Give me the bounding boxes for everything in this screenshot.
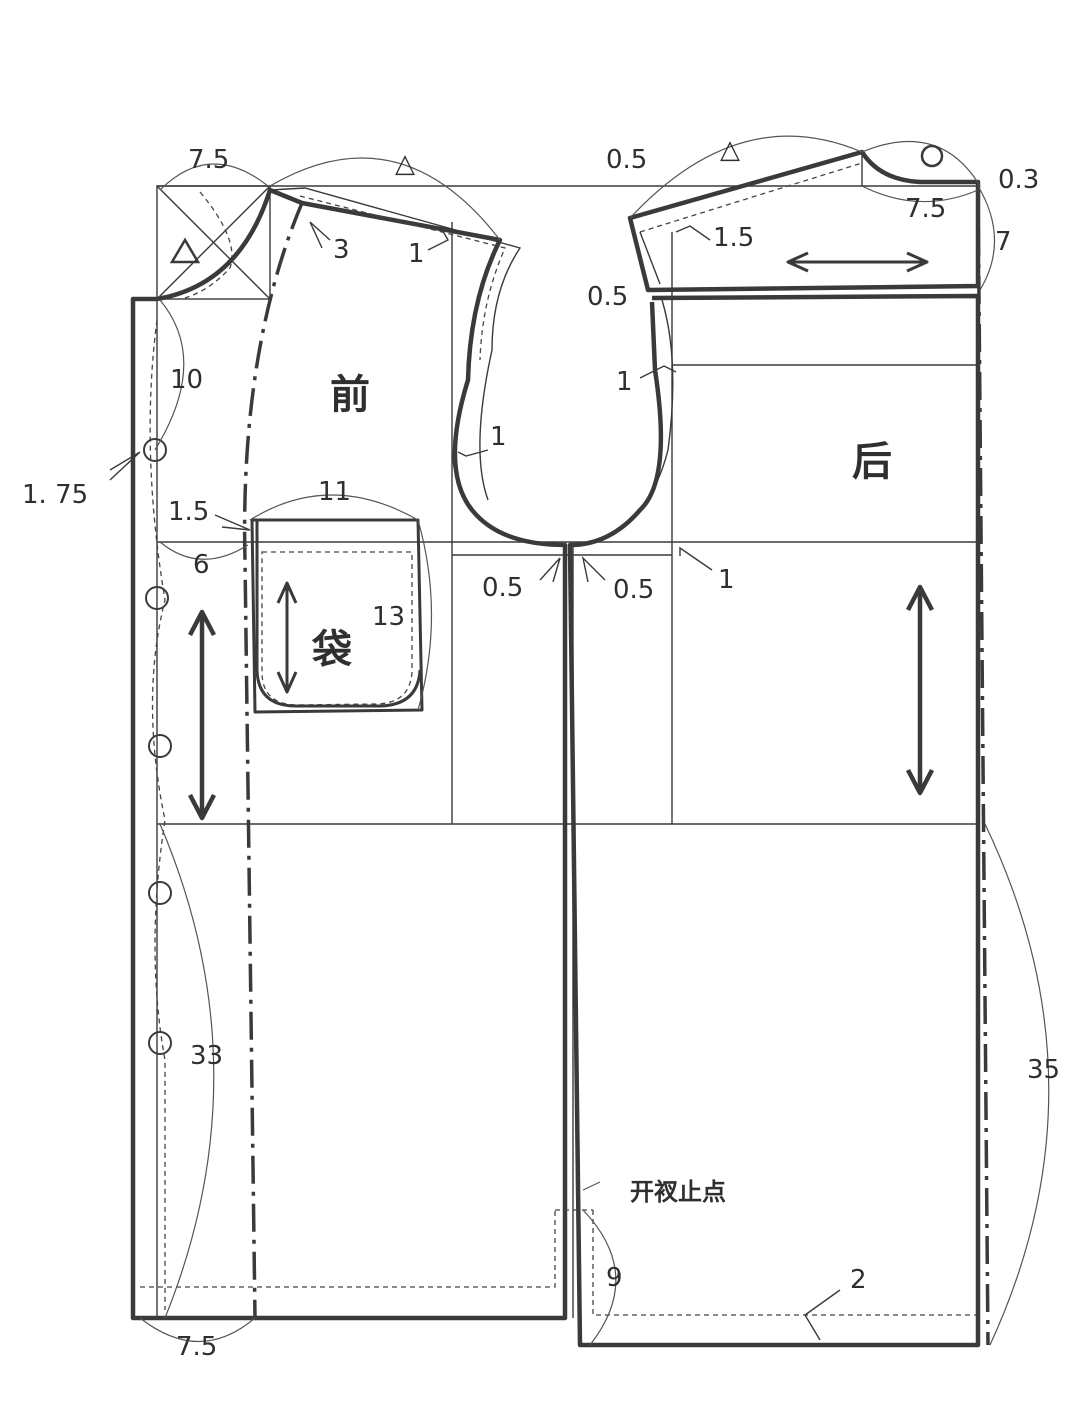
dimension-labels: 7.5 0.5 0.3 7.5 3 1 1.5 7 0.5 10 1 1 1. …: [22, 145, 1060, 1362]
button-3: [148, 734, 172, 758]
dim-7-5-back-neck: 7.5: [905, 194, 946, 224]
arc-9: [582, 1209, 617, 1346]
front-shoulder-offset: [269, 187, 522, 501]
dim-1-5-pocket: 1.5: [168, 497, 209, 527]
arc-7-5-bottom: [139, 1317, 256, 1343]
arc-back-shoulder: [629, 135, 863, 219]
label-back: 后: [852, 439, 892, 485]
leader-3: [309, 221, 331, 249]
dim-11: 11: [318, 477, 351, 507]
panel-labels: 前 后 袋 开衩止点: [311, 372, 892, 1206]
arc-33: [159, 823, 215, 1319]
back-arrow-head-top: [906, 584, 934, 612]
label-vent-stop: 开衩止点: [630, 1178, 726, 1206]
label-front: 前: [330, 372, 370, 418]
dim-13: 13: [372, 602, 405, 632]
dim-0-5-top: 0.5: [606, 145, 647, 175]
back-hem-dashed: [592, 1210, 978, 1316]
pocket-rounded-outline: [255, 520, 422, 708]
leader-0-5-right: [581, 555, 606, 583]
arc-13: [417, 519, 433, 711]
markers: △ △: [169, 135, 944, 264]
triangle-dot-marker-front: △: [395, 149, 415, 179]
arc-10: [154, 299, 185, 451]
neck-box-diagonal-b: [156, 185, 271, 300]
front-grain-arrow-head-top: [188, 609, 216, 637]
dim-9: 9: [606, 1263, 623, 1293]
arc-11: [249, 494, 419, 521]
front-armhole-helper: [452, 379, 469, 471]
dim-1-75: 1. 75: [22, 480, 88, 510]
leader-2: [804, 1289, 841, 1341]
neck-dashed-guide: [184, 191, 233, 299]
arc-35: [984, 823, 1050, 1346]
front-outline: [130, 187, 568, 1321]
arc-back-neck: [861, 140, 981, 187]
dim-1-side: 1: [718, 565, 735, 595]
dimension-arcs: [139, 135, 1050, 1346]
dim-1-front-armhole: 1: [490, 422, 507, 452]
front-shoulder-dashed: [299, 195, 506, 361]
dim-10: 10: [170, 365, 203, 395]
center-back-line: [976, 179, 990, 1346]
dim-1-back-armhole: 1: [616, 367, 633, 397]
button-5: [148, 1031, 172, 1055]
dim-3: 3: [333, 235, 350, 265]
yoke-arrow-left: [786, 251, 809, 273]
leader-1-5-pocket: [214, 514, 251, 531]
pocket-arrow-head-top: [276, 581, 298, 604]
leader-1-front-shoulder: [427, 225, 449, 251]
back-armhole-offset: [599, 299, 674, 541]
arc-7-5-top: [159, 163, 269, 191]
dim-7-5-bottom: 7.5: [176, 1332, 217, 1362]
dim-0-5-side-right: 0.5: [613, 575, 654, 605]
leader-1-side: [679, 546, 713, 571]
dim-33: 33: [190, 1041, 223, 1071]
arc-back-neck-lower: [861, 185, 979, 203]
button-1: [143, 438, 167, 462]
pocket-dashed: [261, 551, 413, 706]
pocket: [250, 518, 424, 714]
dim-0-5-back-armhole: 0.5: [587, 282, 628, 312]
arc-6: [159, 541, 249, 560]
dim-35: 35: [1027, 1055, 1060, 1085]
button-4: [148, 881, 172, 905]
dim-0-3: 0.3: [998, 165, 1039, 195]
back-shoulder-dashed: [639, 162, 863, 233]
back-shoulder-drop: [639, 231, 661, 285]
pocket-outline: [250, 518, 424, 714]
dim-1-5-back-shoulder: 1.5: [713, 223, 754, 253]
arc-yoke-height: [977, 185, 996, 291]
circle-marker-back-neck: [920, 144, 944, 168]
yoke-arrow-right: [906, 251, 929, 273]
dim-0-5-side-left: 0.5: [482, 573, 523, 603]
arc-front-shoulder: [269, 157, 501, 241]
leader-1-front-armhole: [457, 449, 489, 457]
dim-7-5-top: 7.5: [188, 145, 229, 175]
triangle-dot-marker-back: △: [720, 135, 740, 165]
center-front-line: [242, 202, 304, 1319]
front-grain-arrow-head-bottom: [188, 793, 216, 821]
leader-0-5-left: [539, 557, 561, 583]
leader-1-5: [675, 225, 711, 241]
label-pocket: 袋: [311, 627, 352, 673]
pocket-arrow-head-bottom: [276, 671, 298, 694]
front-panel: [130, 185, 980, 1321]
leader-1-back-armhole: [639, 365, 677, 379]
dim-6: 6: [193, 550, 210, 580]
dim-1-front-shoulder: 1: [408, 239, 425, 269]
leader-arrows: [109, 221, 841, 1341]
vent-leader: [582, 1181, 601, 1191]
back-panel: [555, 149, 990, 1348]
leader-1-75: [109, 451, 141, 481]
dim-2: 2: [850, 1265, 867, 1295]
placket-dashed-line: [149, 319, 166, 1310]
back-arrow-head-bottom: [906, 768, 934, 796]
neck-construction-box: [156, 185, 271, 300]
button-2: [145, 586, 169, 610]
front-hem-dashed: [140, 1210, 556, 1288]
triangle-marker-front: [169, 237, 201, 264]
dim-7: 7: [995, 227, 1012, 257]
